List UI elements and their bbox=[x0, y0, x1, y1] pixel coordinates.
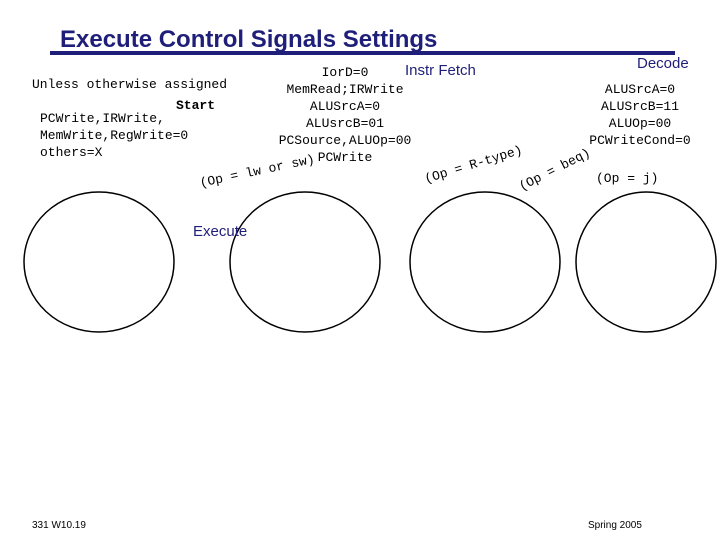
default-note-line: PCWrite,IRWrite, bbox=[40, 111, 165, 126]
title-underline bbox=[50, 51, 675, 55]
start-label: Start bbox=[176, 98, 216, 113]
transition-j-label: (Op = j) bbox=[596, 171, 659, 186]
decode-signal: ALUOp=00 bbox=[608, 116, 672, 131]
execute-state-j[interactable] bbox=[575, 191, 717, 333]
decode-label: Decode bbox=[637, 55, 689, 72]
decode-signal: ALUSrcA=0 bbox=[604, 82, 676, 97]
instr-fetch-signal: IorD=0 bbox=[321, 65, 369, 80]
instr-fetch-signal: PCWrite bbox=[317, 150, 373, 165]
instr-fetch-signal: PCSource,ALUOp=00 bbox=[278, 133, 412, 148]
execute-state-lw-sw[interactable] bbox=[23, 191, 175, 333]
execute-label: Execute bbox=[193, 223, 248, 240]
instr-fetch-signal: MemRead;IRWrite bbox=[286, 82, 404, 97]
decode-signal: ALUSrcB=11 bbox=[600, 99, 679, 114]
default-note-heading: Unless otherwise assigned bbox=[32, 77, 228, 92]
slide-title: Execute Control Signals Settings bbox=[60, 26, 438, 53]
instr-fetch-signal: ALUSrcA=0 bbox=[309, 99, 381, 114]
execute-state-beq[interactable] bbox=[409, 191, 561, 333]
instr-fetch-label: Instr Fetch bbox=[405, 62, 476, 79]
footer-term: Spring 2005 bbox=[588, 520, 642, 531]
execute-state-r-type[interactable] bbox=[229, 191, 381, 333]
default-note-line: MemWrite,RegWrite=0 bbox=[40, 128, 189, 143]
default-note-line: others=X bbox=[40, 145, 103, 160]
decode-signal: PCWriteCond=0 bbox=[589, 133, 691, 148]
footer-course: 331 W10.19 bbox=[32, 520, 86, 531]
instr-fetch-signal: ALUsrcB=01 bbox=[305, 116, 384, 131]
